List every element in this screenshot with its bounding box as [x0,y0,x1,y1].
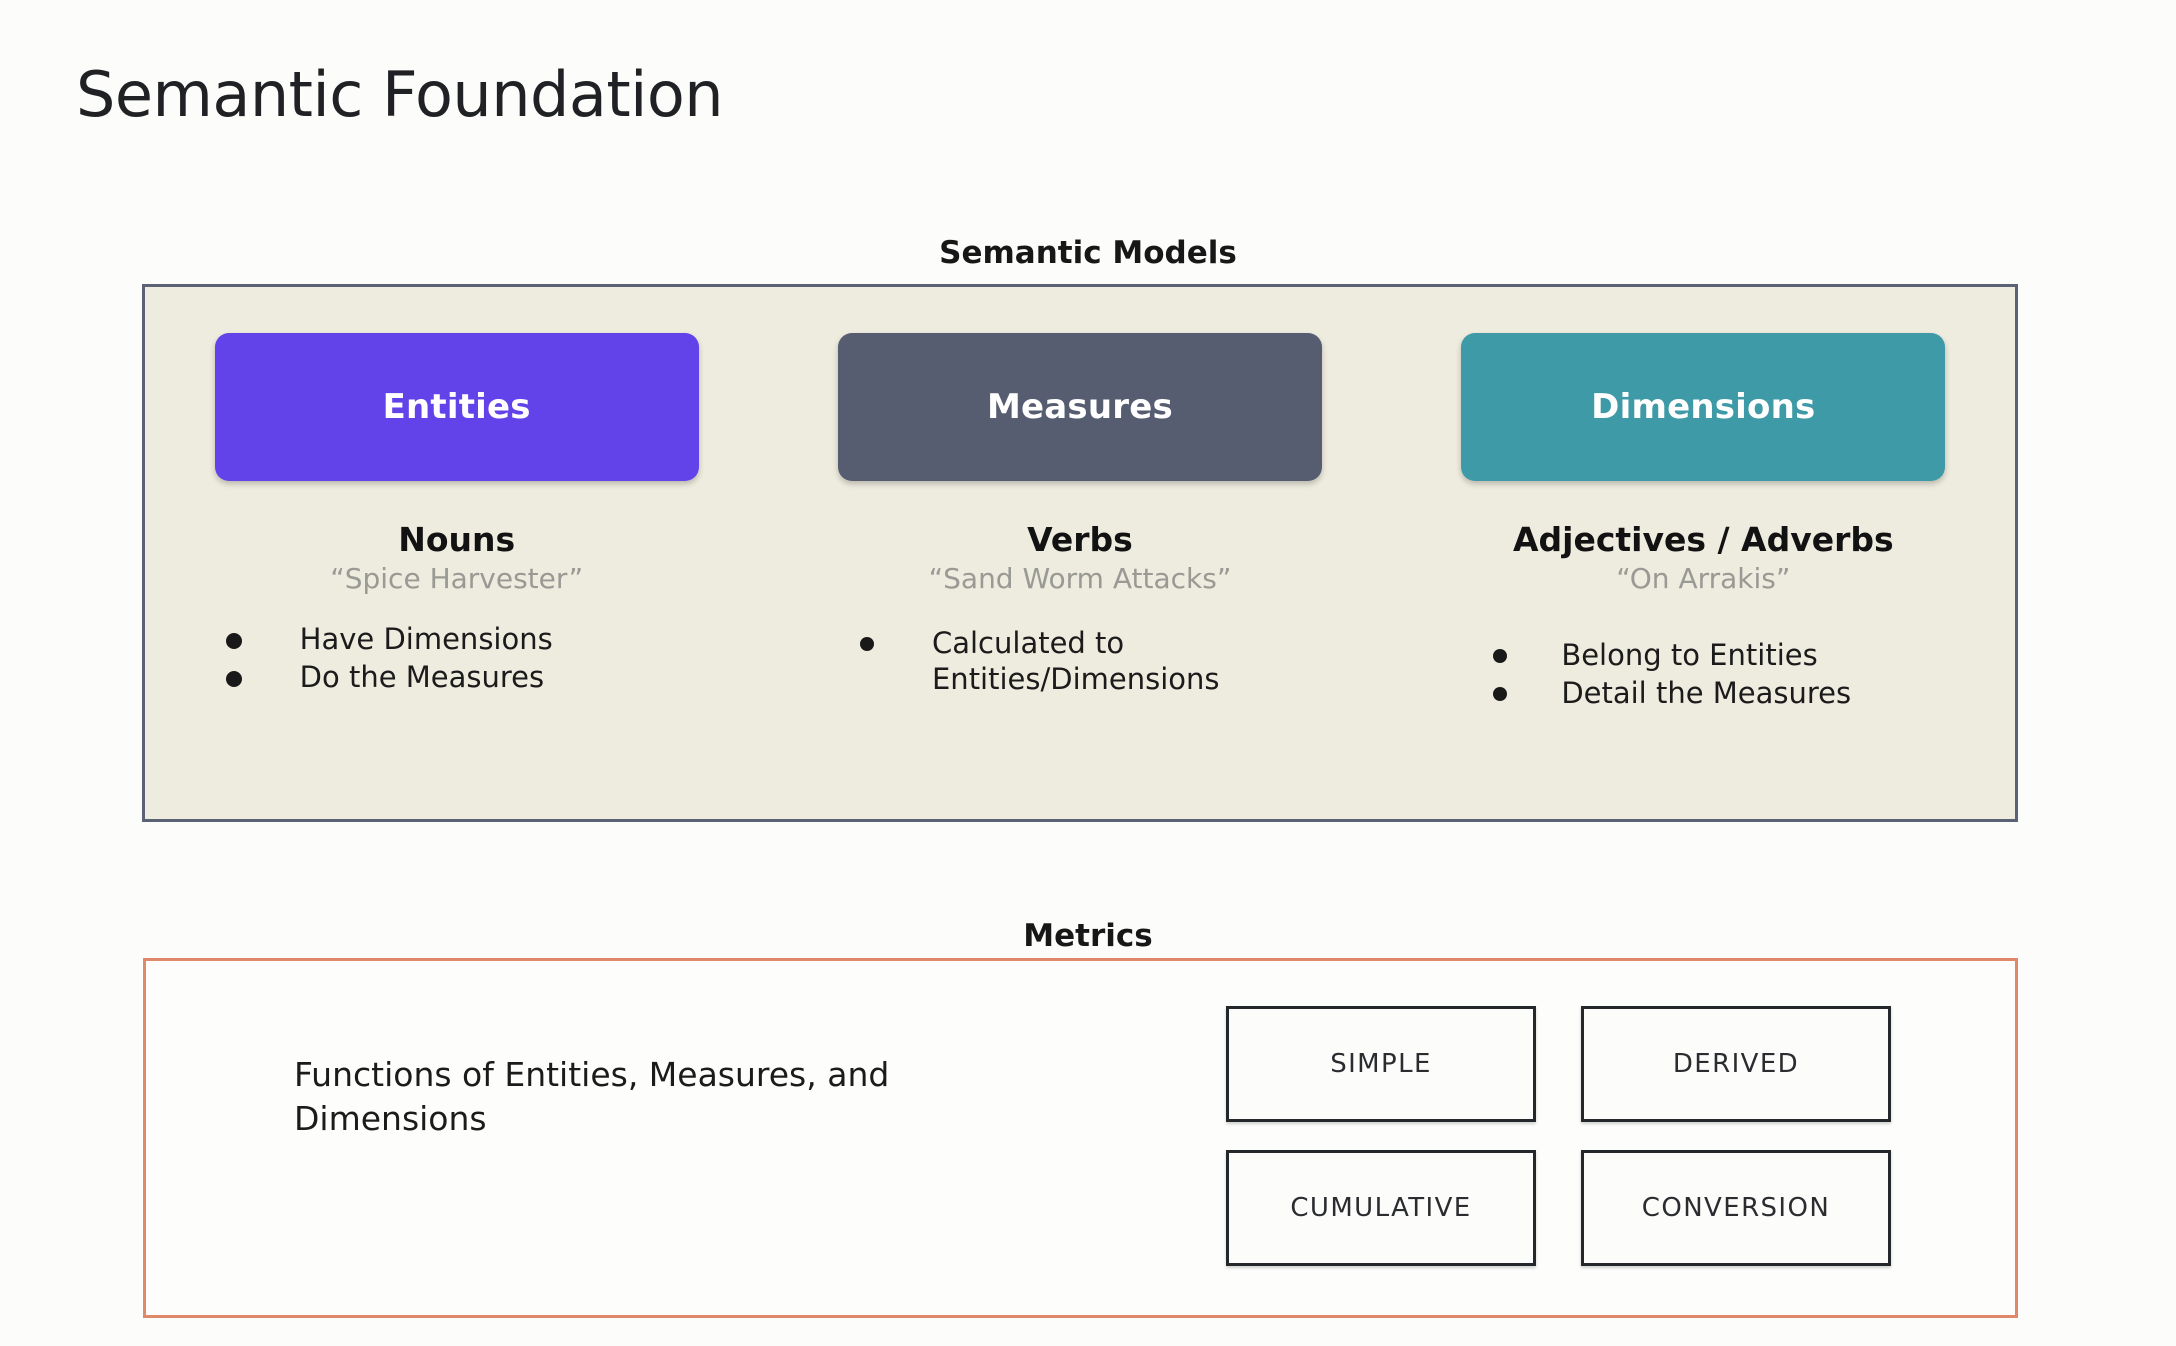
metric-type-conversion[interactable]: CONVERSION [1581,1150,1891,1266]
list-item: Detail the Measures [1493,675,1913,712]
bullet-text: Calculated to Entities/Dimensions [931,625,1220,697]
bullet-list-dimensions: Belong to Entities Detail the Measures [1392,637,2015,714]
semantic-models-heading: Semantic Models [939,235,1237,271]
chip-measures[interactable]: Measures [837,333,1322,481]
list-item: Have Dimensions [225,621,688,658]
part-of-speech-measures: Verbs [1027,520,1133,559]
bullet-list-measures: Calculated to Entities/Dimensions [768,625,1391,700]
page-title: Semantic Foundation [76,58,724,131]
metric-type-derived[interactable]: DERIVED [1581,1006,1891,1122]
metric-type-cumulative[interactable]: CUMULATIVE [1226,1150,1536,1266]
part-of-speech-entities: Nouns [398,520,516,559]
bullet-list-entities: Have Dimensions Do the Measures [145,621,768,698]
list-item: Belong to Entities [1493,637,1913,674]
chip-dimensions[interactable]: Dimensions [1461,333,1946,481]
bullet-text: Do the Measures [299,660,545,695]
example-measures: “Sand Worm Attacks” [928,561,1232,595]
example-entities: “Spice Harvester” [330,561,584,595]
bullet-text: Belong to Entities [1561,637,1818,672]
semantic-column-measures: Measures Verbs “Sand Worm Attacks” Calcu… [768,287,1391,819]
metrics-description: Functions of Entities, Measures, and Dim… [294,1055,890,1138]
bullet-dot-icon [225,671,242,688]
bullet-dot-icon [225,632,242,649]
semantic-column-entities: Entities Nouns “Spice Harvester” Have Di… [145,287,768,819]
example-dimensions: “On Arrakis” [1616,561,1791,595]
bullet-text: Have Dimensions [299,621,553,656]
semantic-models-panel: Entities Nouns “Spice Harvester” Have Di… [142,284,2018,822]
semantic-column-dimensions: Dimensions Adjectives / Adverbs “On Arra… [1392,287,2015,819]
bullet-dot-icon [859,636,874,651]
metrics-panel: Functions of Entities, Measures, and Dim… [143,958,2018,1318]
metric-type-grid: SIMPLE DERIVED CUMULATIVE CONVERSION [1226,1006,1891,1266]
metric-type-simple[interactable]: SIMPLE [1226,1006,1536,1122]
list-item: Calculated to Entities/Dimensions [859,625,1300,698]
semantic-models-columns: Entities Nouns “Spice Harvester” Have Di… [145,287,2015,819]
list-item: Do the Measures [225,659,688,696]
bullet-text: Detail the Measures [1561,676,1852,711]
part-of-speech-dimensions: Adjectives / Adverbs [1512,520,1894,559]
metrics-heading: Metrics [1023,918,1153,954]
bullet-dot-icon [1493,687,1508,702]
chip-entities[interactable]: Entities [214,333,699,481]
bullet-dot-icon [1493,648,1508,663]
